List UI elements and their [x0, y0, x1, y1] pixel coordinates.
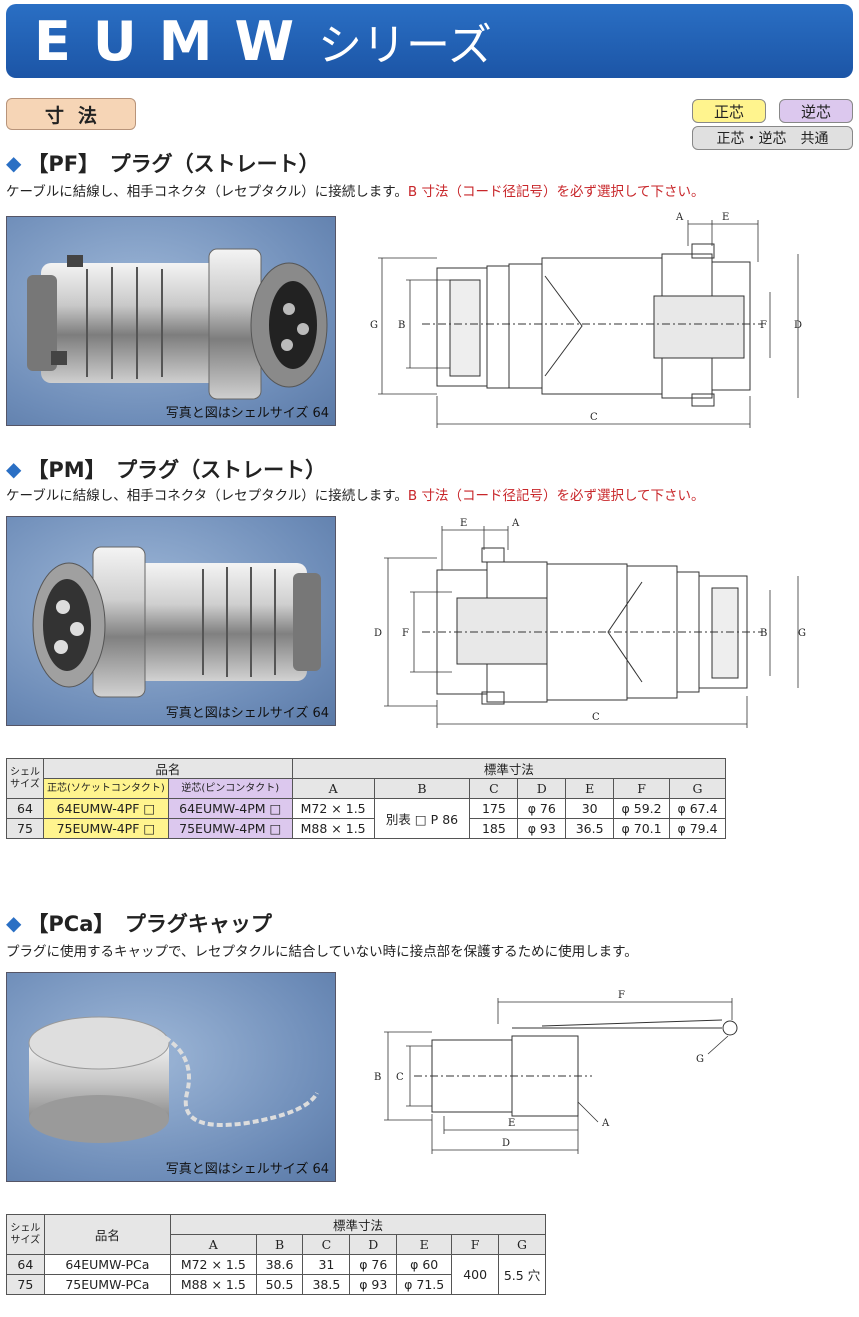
col-f-header: F: [613, 778, 671, 799]
pm-plug-illustration: [32, 546, 321, 698]
pm-label-b: B: [760, 628, 767, 639]
shell-size-header: シェルサイズ: [6, 1214, 45, 1255]
pf-label-e: E: [722, 212, 729, 223]
plug-spec-table: シェルサイズ 品名 標準寸法 正芯(ソケットコンタクト) 逆芯(ピンコンタクト)…: [6, 758, 727, 839]
pm-desc-warning: B 寸法（コード径記号）を必ず選択して下さい。: [407, 488, 705, 504]
pf-label-c: C: [590, 412, 598, 423]
pf-photo-caption: 写真と図はシェルサイズ 64: [165, 406, 329, 421]
page-header: EUMW シリーズ: [6, 4, 853, 78]
col-a-header: A: [291, 778, 375, 799]
pm-photo-caption: 写真と図はシェルサイズ 64: [165, 706, 329, 721]
legend-reverse: 逆芯: [779, 99, 853, 123]
positive-contact-header: 正芯(ソケットコンタクト): [43, 778, 169, 799]
pf-desc-warning: B 寸法（コード径記号）を必ず選択して下さい。: [407, 184, 705, 200]
pca-label-a: A: [601, 1118, 610, 1129]
b-shared-cell: 別表 □ P 86: [373, 798, 471, 839]
pm-dimension-drawing: E A D F B G C: [374, 518, 806, 728]
pf-label-b: B: [398, 320, 405, 331]
series-title-jp: シリーズ: [318, 20, 492, 71]
table-row: 75 75EUMW-4PF □ 75EUMW-4PM □ M88 × 1.5 1…: [6, 818, 726, 839]
pca-label-d: D: [502, 1138, 510, 1149]
pca-label-f: F: [618, 990, 625, 1001]
col-d-header: D: [517, 778, 567, 799]
pf-title-text: 【PF】 プラグ（ストレート）: [27, 152, 320, 176]
pf-desc-main: ケーブルに結線し、相手コネクタ（レセプタクル）に接続します。: [6, 184, 408, 200]
pf-dimension-drawing: A E G B F D C: [370, 212, 802, 428]
pf-label-a: A: [675, 212, 684, 223]
col-e-header: E: [565, 778, 615, 799]
pm-title-text: 【PM】 プラグ（ストレート）: [27, 458, 327, 482]
pm-section-title: ◆ 【PM】 プラグ（ストレート）: [6, 454, 326, 484]
col-c-header: C: [469, 778, 519, 799]
pm-label-f: F: [402, 628, 409, 639]
shell-size-header: シェルサイズ: [6, 758, 44, 799]
cap-spec-table: シェルサイズ 品名 標準寸法 A B C D E F G 64 64EUMW-P…: [6, 1214, 546, 1295]
g-shared-cell: 5.5 穴: [498, 1254, 546, 1295]
pf-description: ケーブルに結線し、相手コネクタ（レセプタクル）に接続します。B 寸法（コード径記…: [6, 180, 705, 200]
pca-title-text: 【PCa】 プラグキャップ: [27, 912, 272, 936]
col-g-header: G: [669, 778, 726, 799]
diamond-icon: ◆: [6, 457, 22, 481]
f-shared-cell: 400: [451, 1254, 500, 1295]
legend-positive: 正芯: [692, 99, 766, 123]
pca-label-b: B: [374, 1072, 381, 1083]
product-name-header: 品名: [43, 1214, 172, 1255]
table-row: 64 64EUMW-PCa M72 × 1.5 38.6 31 φ 76 φ 6…: [6, 1254, 546, 1295]
pf-photo: 写真と図はシェルサイズ 64: [6, 216, 336, 426]
pf-plug-illustration: [27, 248, 328, 400]
series-title-latin: EUMW: [34, 9, 317, 73]
pm-label-d: D: [374, 628, 382, 639]
col-b-header: B: [373, 778, 471, 799]
table-row: 75 75EUMW-PCa M88 × 1.5 50.5 38.5 φ 93 φ…: [6, 1274, 546, 1295]
pf-section-title: ◆ 【PF】 プラグ（ストレート）: [6, 148, 320, 178]
pca-label-g: G: [696, 1054, 704, 1065]
legend-both: 正芯・逆芯 共通: [692, 126, 853, 150]
pf-label-f: F: [760, 320, 767, 331]
product-name-header: 品名: [43, 758, 293, 779]
diamond-icon: ◆: [6, 911, 22, 935]
pm-description: ケーブルに結線し、相手コネクタ（レセプタクル）に接続します。B 寸法（コード径記…: [6, 484, 705, 504]
pm-photo: 写真と図はシェルサイズ 64: [6, 516, 336, 726]
standard-dimension-header: 標準寸法: [291, 758, 727, 779]
pca-photo-caption: 写真と図はシェルサイズ 64: [165, 1162, 329, 1177]
table-row: 64 64EUMW-4PF □ 64EUMW-4PM □ M72 × 1.5 別…: [6, 798, 726, 839]
pca-dimension-drawing: F G B C E A D: [374, 990, 738, 1154]
pca-description: プラグに使用するキャップで、レセプタクルに結合していない時に接点部を保護するため…: [6, 944, 638, 960]
pca-label-e: E: [508, 1118, 515, 1129]
pm-label-e: E: [460, 518, 467, 529]
pf-label-g: G: [370, 320, 378, 331]
dimension-badge: 寸法: [6, 98, 136, 130]
pm-label-a: A: [511, 518, 520, 529]
diamond-icon: ◆: [6, 151, 22, 175]
pm-label-c: C: [592, 712, 600, 723]
standard-dimension-header: 標準寸法: [170, 1214, 546, 1235]
pca-section-title: ◆ 【PCa】 プラグキャップ: [6, 908, 272, 938]
pca-label-c: C: [396, 1072, 404, 1083]
pca-cap-illustration: [28, 1016, 319, 1143]
pf-label-d: D: [794, 320, 802, 331]
pm-label-g: G: [798, 628, 806, 639]
pm-desc-main: ケーブルに結線し、相手コネクタ（レセプタクル）に接続します。: [6, 488, 408, 504]
reverse-contact-header: 逆芯(ピンコンタクト): [167, 778, 293, 799]
pca-photo: 写真と図はシェルサイズ 64: [6, 972, 336, 1182]
